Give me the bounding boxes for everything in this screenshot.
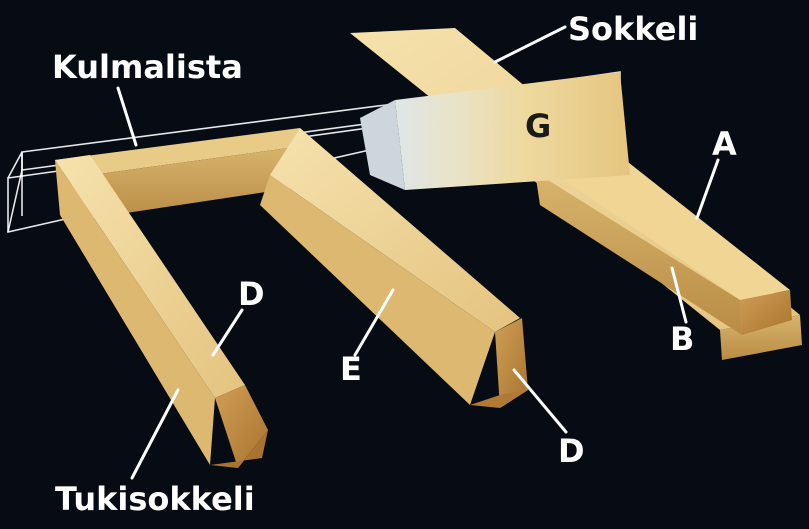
leader-kulmalista [116,86,138,147]
leader-lines [116,25,720,480]
leader-d-right [512,368,568,434]
label-e: E [340,350,362,388]
leader-d-left [211,308,244,357]
label-kulmalista: Kulmalista [52,48,243,86]
leader-a [695,158,720,220]
label-b: B [670,320,694,358]
label-a: A [712,125,737,163]
label-sokkeli: Sokkeli [568,10,698,48]
leader-sokkeli [493,25,567,64]
leader-e [353,288,395,357]
label-d-left: D [238,275,265,313]
beam-e-d [260,128,528,408]
label-g: G [525,107,551,145]
label-tukisokkeli: Tukisokkeli [55,480,255,518]
leader-tukisokkeli [130,388,180,480]
tukisokkeli-beam [55,155,268,468]
label-d-right: D [558,432,585,470]
back-rail [55,128,312,220]
leader-b [670,266,688,324]
block-g [360,72,630,190]
